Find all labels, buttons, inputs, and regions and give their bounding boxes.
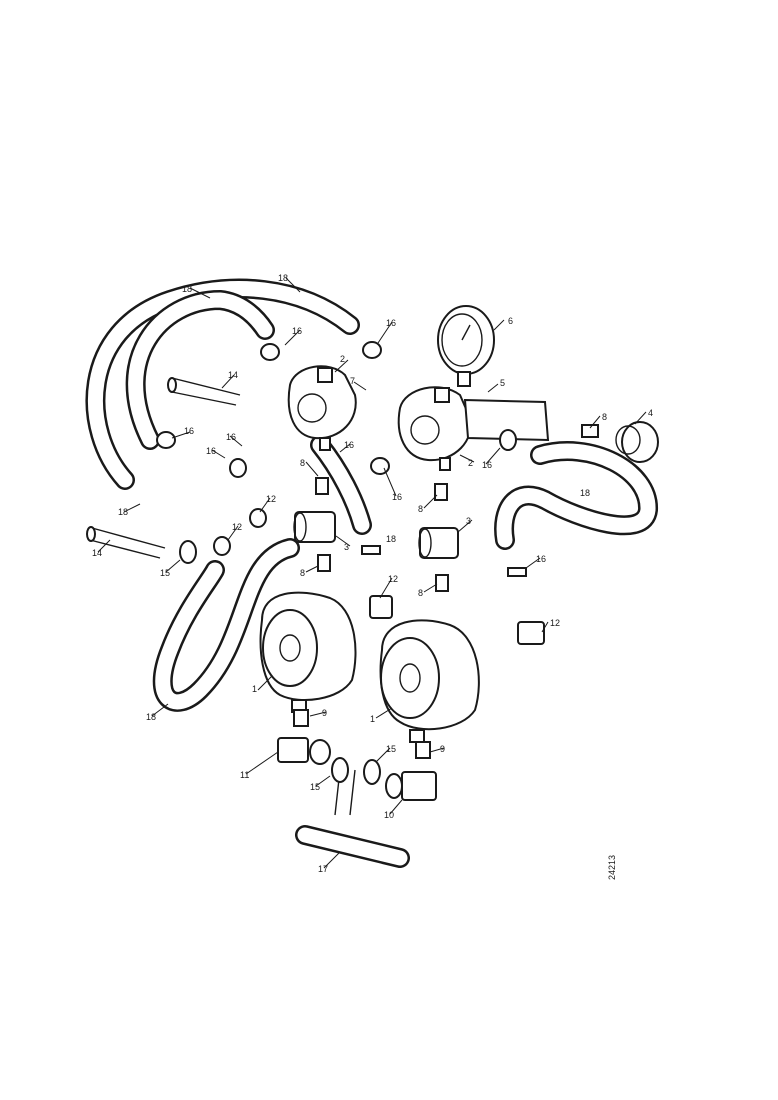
regulator-right — [397, 386, 550, 471]
elbow-12-a — [369, 595, 393, 619]
callout-9-b: 9 — [440, 744, 445, 754]
regulator-left — [287, 365, 357, 451]
callout-6: 6 — [508, 316, 513, 326]
hose-group — [85, 278, 658, 868]
screw-16-a — [361, 545, 381, 555]
nipple-8-e — [581, 424, 599, 438]
callout-15-b: 15 — [310, 782, 320, 792]
callout-17: 17 — [318, 864, 328, 874]
vaporizer-right — [379, 619, 480, 743]
nipple-8-a — [315, 477, 329, 495]
solenoid-valve-right — [418, 527, 459, 559]
callout-18-f: 18 — [146, 712, 156, 722]
clamp-16-d — [370, 457, 390, 475]
clamp-16-e — [499, 429, 517, 451]
callout-15-c: 15 — [386, 744, 396, 754]
pipe-group — [86, 377, 241, 559]
callout-8-a: 8 — [300, 458, 305, 468]
nipple-9-b — [415, 741, 431, 759]
clamp-15-b — [331, 757, 349, 783]
pressure-gauge — [437, 305, 495, 387]
callout-2-b: 2 — [468, 458, 473, 468]
screw-16-b — [507, 567, 527, 577]
nipple-8-c — [434, 483, 448, 501]
callout-16-i: 16 — [536, 554, 546, 564]
solenoid-valve-left — [293, 511, 336, 543]
callout-1-a: 1 — [252, 684, 257, 694]
callout-8-b: 8 — [300, 568, 305, 578]
pipe-upper — [171, 377, 241, 406]
fittings-group — [277, 424, 599, 801]
callout-7: 7 — [350, 376, 355, 386]
callout-5: 5 — [500, 378, 505, 388]
clamp-15-a — [179, 540, 197, 564]
callout-15-a: 15 — [160, 568, 170, 578]
callout-10: 10 — [384, 810, 394, 820]
callout-16-g: 16 — [392, 492, 402, 502]
clamp-16-f — [229, 458, 247, 478]
vaporizer-left — [259, 591, 357, 713]
callout-16-e: 16 — [206, 446, 216, 456]
clamp-15-c — [363, 759, 381, 785]
callout-11: 11 — [240, 770, 249, 780]
callout-3-a: 3 — [344, 542, 349, 552]
callout-18-d: 18 — [386, 534, 396, 544]
callout-8-d: 8 — [418, 588, 423, 598]
callout-2-a: 2 — [340, 354, 345, 364]
callout-12-d: 12 — [550, 618, 560, 628]
clamp-16-b — [362, 341, 382, 359]
nipple-8-b — [317, 554, 331, 572]
callout-18-b: 18 — [278, 273, 288, 283]
callout-12-c: 12 — [388, 574, 398, 584]
callout-3-b: 3 — [466, 516, 471, 526]
callout-12-a: 12 — [266, 494, 276, 504]
callout-4: 4 — [648, 408, 653, 418]
pipe-lower — [89, 527, 166, 559]
clamp-16-c — [156, 431, 176, 449]
leader-lines — [97, 277, 647, 869]
reference-number: 24213 — [607, 855, 617, 880]
callout-8-e: 8 — [602, 412, 607, 422]
nipple-8-d — [435, 574, 449, 592]
tee-fitting-11 — [277, 737, 309, 763]
callout-18-e: 18 — [580, 488, 590, 498]
callout-14-a: 14 — [228, 370, 238, 380]
block-fitting-10 — [401, 771, 437, 801]
callout-18-a: 18 — [182, 284, 192, 294]
callout-16-c: 16 — [184, 426, 194, 436]
filter-cap — [615, 421, 659, 463]
clamp-12-c — [249, 508, 267, 528]
callout-14-b: 14 — [92, 548, 102, 558]
callout-8-c: 8 — [418, 504, 423, 514]
callout-18-c: 18 — [118, 507, 128, 517]
callout-16-a: 16 — [292, 326, 302, 336]
clamp-12-d — [213, 536, 231, 556]
hose-clamps — [156, 341, 517, 785]
callout-9-a: 9 — [322, 708, 327, 718]
callout-16-h: 16 — [482, 460, 492, 470]
callout-1-b: 1 — [370, 714, 375, 724]
nipple-9-a — [293, 709, 309, 727]
elbow-12-b — [517, 621, 545, 645]
clamp-16-a — [260, 343, 280, 361]
